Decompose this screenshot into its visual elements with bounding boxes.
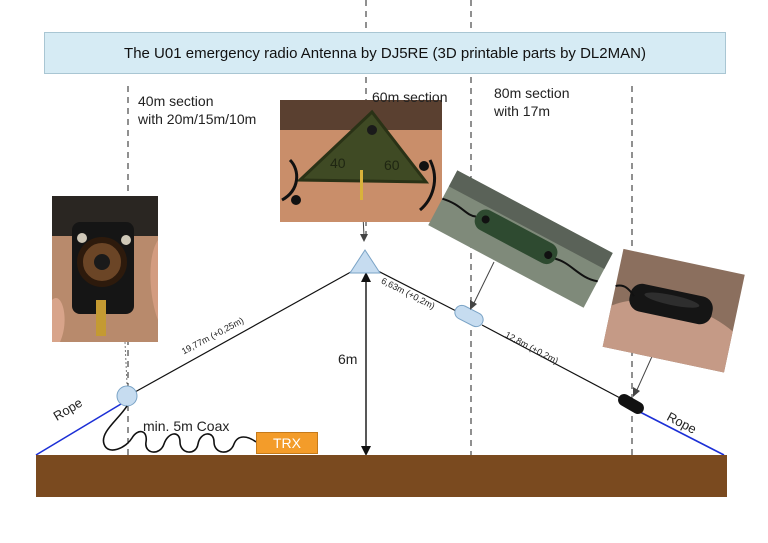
end-insulator-photo [602,248,745,373]
rope-left-line [35,403,122,456]
unun-circle-icon [116,385,138,407]
pointer-center-head [360,234,368,242]
pointer-end-head [633,387,640,397]
coax-cable [102,405,257,453]
section-40m-sublabel: with 20m/15m/10m [138,111,257,127]
center-insulator-photo: 40 60 [280,100,442,222]
pointer-end [635,351,655,393]
arrow-head-top [361,272,371,282]
rope-right-line [639,411,725,456]
wire-left [134,267,359,393]
center-triangle-icon [349,249,381,274]
pointer-mid [472,261,495,306]
section-80m-sublabel: with 17m [494,103,551,119]
ground-strip [36,455,727,497]
unun-photo [52,196,158,342]
pointer-mid-head [470,300,477,310]
svg-text:40: 40 [330,155,346,171]
wire-mid [371,267,463,315]
section-60m-label: 60m section [372,89,448,105]
coax-label: min. 5m Coax [143,418,230,434]
end-insulator-icon [618,394,644,414]
section-80m-label: 80m section [494,85,570,101]
pointer-unun [124,341,128,385]
section-40m-label: 40m section [138,93,214,109]
mid-insulator-photo [428,170,613,308]
mid-insulator-icon [454,304,484,328]
diagram-title: The U01 emergency radio Antenna by DJ5RE… [44,32,726,74]
mast-height-label: 6m [338,351,358,367]
wire-right [481,324,623,400]
trx-box: TRX [256,432,318,454]
svg-text:60: 60 [384,157,400,173]
arrow-head-bottom [361,446,371,456]
